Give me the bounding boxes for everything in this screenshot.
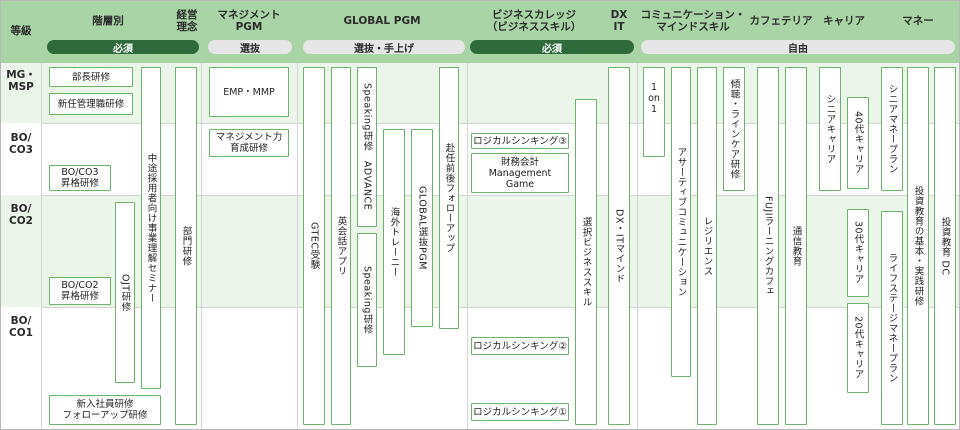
row-divider (41, 195, 959, 196)
program-career-30-label: 30代キャリア (852, 221, 864, 285)
program-career-20: 20代キャリア (847, 303, 869, 393)
program-keicho-linecare-label: 傾聴・ラインケア研修 (728, 79, 740, 179)
program-speaking-advance: Speaking研修 ADVANCE (357, 67, 377, 227)
program-kaigai-trainee-label: 海外トレーニー (388, 207, 400, 277)
header-grade: 等級 (10, 25, 32, 37)
grade-label-co2: BO/ CO2 (9, 203, 33, 227)
program-global-senbatsu-label: GLOBAL選抜PGM (416, 186, 428, 270)
grade-label-mg: MG・ MSP (6, 69, 36, 93)
column-divider (201, 63, 202, 429)
program-sentaku-business-label: 選択ビジネススキル (580, 217, 592, 307)
program-co3-shokaku: BO/CO3 昇格研修 (49, 165, 111, 191)
program-career-30: 30代キャリア (847, 209, 869, 297)
program-keicho-linecare: 傾聴・ラインケア研修 (723, 67, 745, 191)
header-col-career: キャリア (823, 15, 865, 27)
header-col-global: GLOBAL PGM (343, 15, 421, 27)
program-chuto-saiyo-label: 中途採用者向け事業理解セミナー (145, 153, 157, 303)
header-col-keiei: 経営 理念 (176, 9, 198, 33)
program-ojt: OJT研修 (115, 202, 135, 383)
program-dx-it-mind: DX・ITマインド (608, 67, 630, 425)
program-career-40-label: 40代キャリア (852, 111, 864, 175)
program-gtec: GTEC受験 (303, 67, 325, 425)
program-kaigai-trainee: 海外トレーニー (383, 129, 405, 355)
program-chuto-saiyo: 中途採用者向け事業理解セミナー (141, 67, 161, 389)
program-sentaku-business: 選択ビジネススキル (575, 99, 597, 425)
pill-required-bizcollege: 必須 (470, 40, 634, 55)
program-gtec-label: GTEC受験 (308, 222, 320, 270)
program-senior-money: シニアマネープラン (881, 67, 903, 191)
program-funin-followup: 赴任前後フォローアップ (439, 67, 459, 329)
program-logical-3: ロジカルシンキング③ (471, 133, 569, 149)
column-divider (637, 63, 638, 429)
header-col-kaisobetsu: 階層別 (92, 15, 124, 27)
header-col-mgmt: マネジメント PGM (217, 9, 281, 33)
program-lifestage-money-label: ライフステージマネープラン (886, 253, 898, 383)
column-divider (297, 63, 298, 429)
program-tsushin-kyoiku: 通信教育 (785, 67, 807, 425)
program-resilience-label: レジリエンス (701, 216, 713, 276)
program-career-20-label: 20代キャリア (852, 316, 864, 380)
program-co2-shokaku: BO/CO2 昇格研修 (49, 277, 111, 305)
column-divider (467, 63, 468, 429)
pill-selective-mgmt: 選抜 (208, 40, 292, 55)
program-bumon: 部門研修 (175, 67, 197, 425)
program-speaking-label: Speaking研修 (361, 266, 373, 334)
program-resilience: レジリエンス (697, 67, 717, 425)
program-bumon-label: 部門研修 (180, 226, 192, 266)
program-toshi-kihon-label: 投資教育の基本・実践研修 (912, 186, 924, 306)
program-senior-money-label: シニアマネープラン (886, 84, 898, 174)
program-eikaiwa: 英会話アプリ (331, 67, 351, 425)
program-speaking-advance-label: Speaking研修 ADVANCE (361, 83, 373, 211)
program-emp-mmp: EMP・MMP (209, 67, 289, 117)
header-col-cafe: カフェテリア (749, 15, 813, 27)
program-assertive-label: アサーティブコミュニケーション (675, 147, 687, 297)
program-fuji-learning-cafe-label: FUJIラーニングカフェ (762, 195, 774, 297)
column-divider (41, 63, 42, 429)
program-senior-career-label: シニアキャリア (824, 94, 836, 164)
program-toshi-dc-label: 投資教育 DC (939, 216, 951, 276)
header-col-money: マネー (902, 15, 934, 27)
pill-free: 自由 (641, 40, 955, 55)
program-1on1: 1 on 1 (643, 67, 665, 157)
program-logical-1: ロジカルシンキング① (471, 403, 569, 421)
program-speaking: Speaking研修 (357, 233, 377, 367)
program-senior-career: シニアキャリア (819, 67, 841, 191)
program-shinnyu-shain: 新入社員研修 フォローアップ研修 (49, 395, 161, 425)
program-logical-2: ロジカルシンキング② (471, 337, 569, 355)
program-funin-followup-label: 赴任前後フォローアップ (443, 143, 455, 253)
program-toshi-kihon: 投資教育の基本・実践研修 (907, 67, 929, 425)
pill-required-kaisobetsu: 必須 (47, 40, 199, 55)
pill-selective-global: 選抜・手上げ (303, 40, 465, 55)
program-shinnin-kanrishoku: 新任管理職研修 (49, 93, 133, 115)
program-dx-it-mind-label: DX・ITマインド (613, 208, 625, 284)
grade-label-co1: BO/ CO1 (9, 315, 33, 339)
program-tsushin-kyoiku-label: 通信教育 (790, 226, 802, 266)
row-divider (41, 307, 959, 308)
program-global-senbatsu: GLOBAL選抜PGM (411, 129, 433, 327)
program-buchou: 部長研修 (49, 67, 133, 87)
program-career-40: 40代キャリア (847, 97, 869, 189)
program-ojt-label: OJT研修 (119, 273, 131, 312)
program-assertive: アサーティブコミュニケーション (671, 67, 691, 377)
row-divider (41, 123, 959, 124)
header-col-dxit: DX IT (610, 9, 628, 33)
grade-label-co3: BO/ CO3 (9, 132, 33, 156)
program-fuji-learning-cafe: FUJIラーニングカフェ (757, 67, 779, 425)
header-col-bizcollege: ビジネスカレッジ （ビジネススキル） (486, 9, 582, 33)
program-mgmt-ryoku: マネジメント力 育成研修 (209, 129, 289, 157)
program-eikaiwa-label: 英会話アプリ (335, 216, 347, 276)
header-col-comm: コミュニケーション・ マインドスキル (640, 9, 746, 33)
program-toshi-dc: 投資教育 DC (934, 67, 956, 425)
program-zaimu-kaikei: 財務会計 Management Game (471, 153, 569, 193)
program-lifestage-money: ライフステージマネープラン (881, 211, 903, 425)
